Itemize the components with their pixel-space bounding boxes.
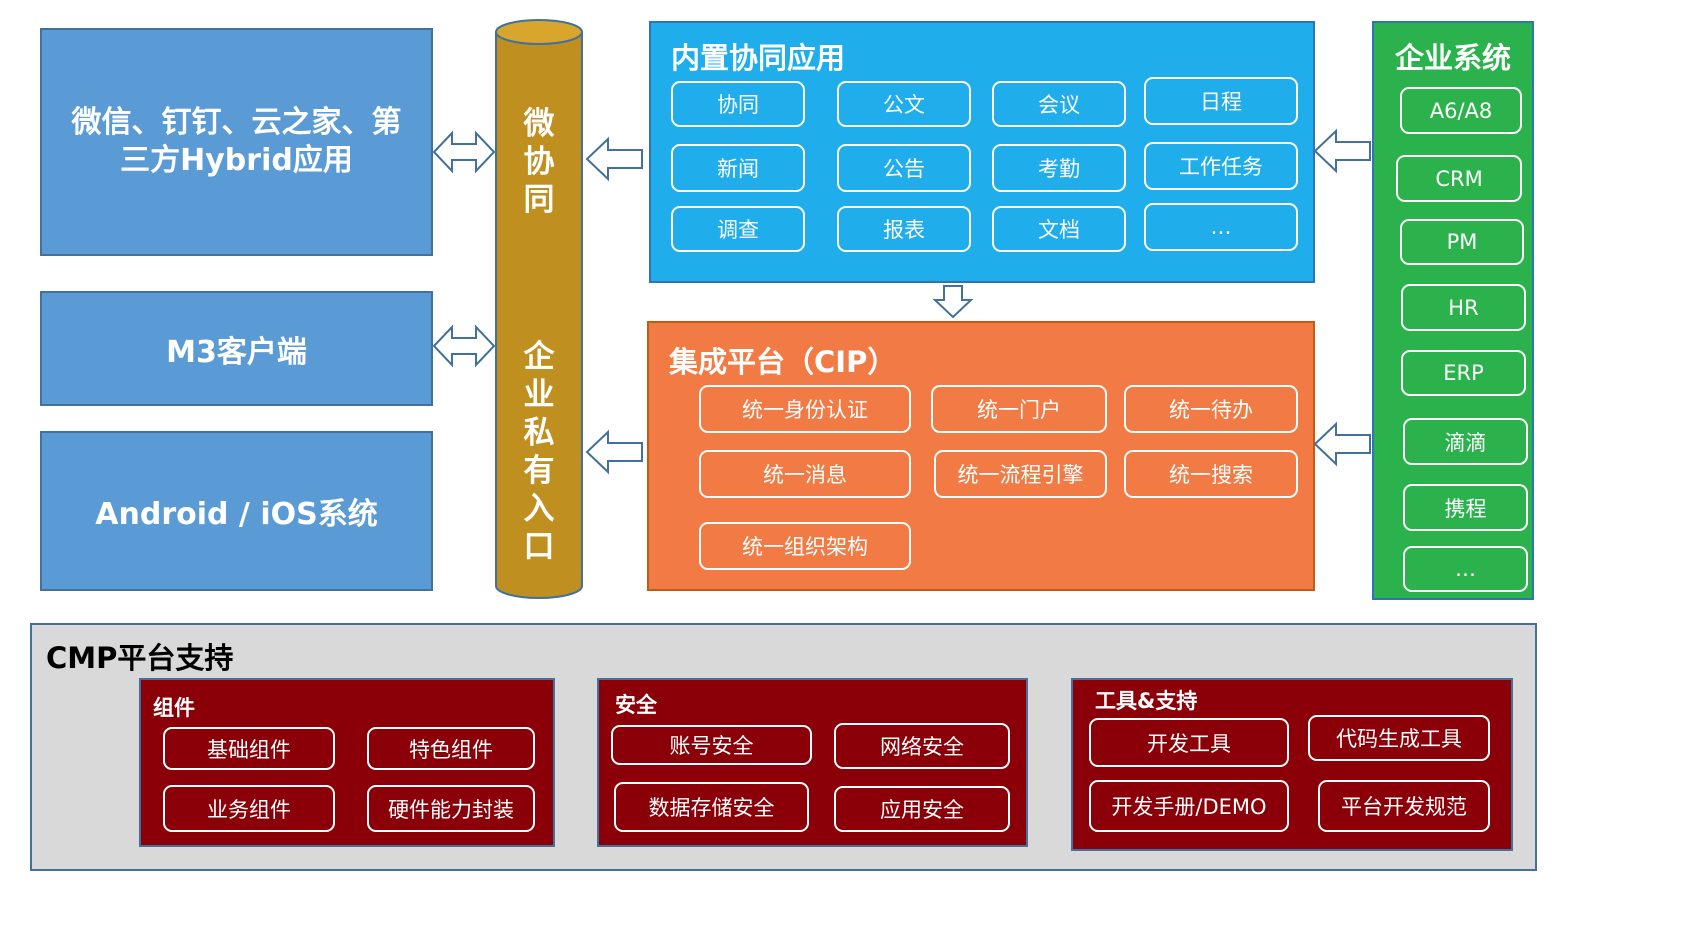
cylinder-char: 入 (523, 491, 555, 527)
cip-item[interactable]: 统一消息 (699, 450, 911, 498)
app-item[interactable]: 新闻 (671, 144, 805, 192)
left-arrow-icon (585, 429, 643, 475)
android-ios-box: Android / iOS系统 (40, 431, 433, 591)
app-item[interactable]: 考勤 (992, 144, 1126, 192)
cip-item[interactable]: 统一身份认证 (699, 385, 911, 433)
enterprise-item[interactable]: PM (1400, 219, 1524, 265)
cylinder-char: 有 (523, 453, 555, 489)
cylinder-char: 企 (523, 339, 555, 375)
cylinder-shape (495, 19, 583, 599)
app-item[interactable]: 公告 (837, 144, 971, 192)
cylinder-char: 业 (523, 377, 555, 413)
cmp-item[interactable]: 基础组件 (163, 727, 335, 770)
cylinder-bottom-text: 企 业 私 有 入 口 (494, 338, 584, 566)
app-item[interactable]: 协同 (671, 81, 805, 127)
enterprise-item[interactable]: 携程 (1403, 484, 1528, 531)
cmp-item[interactable]: 代码生成工具 (1308, 715, 1490, 761)
cylinder-char: 协 (523, 144, 555, 180)
cmp-item[interactable]: 网络安全 (834, 723, 1010, 769)
enterprise-title: 企业系统 (1394, 41, 1511, 75)
enterprise-item[interactable]: CRM (1396, 155, 1522, 202)
double-arrow-icon (432, 130, 496, 174)
builtin-apps-title: 内置协同应用 (671, 41, 846, 75)
cip-item[interactable]: 统一搜索 (1124, 450, 1298, 498)
android-ios-label: Android / iOS系统 (95, 497, 378, 532)
cip-item[interactable]: 统一流程引擎 (934, 450, 1107, 498)
app-item[interactable]: 工作任务 (1144, 142, 1298, 190)
left-arrow-icon (585, 136, 643, 182)
cmp-item[interactable]: 数据存储安全 (614, 782, 809, 832)
left-arrow-icon (1313, 421, 1371, 467)
app-item[interactable]: 调查 (671, 206, 805, 252)
enterprise-item[interactable]: ERP (1401, 350, 1526, 396)
cmp-title: CMP平台支持 (46, 641, 234, 675)
double-arrow-icon (432, 324, 496, 368)
cylinder-char: 同 (523, 182, 555, 218)
app-item[interactable]: 会议 (992, 81, 1126, 127)
m3-client-box: M3客户端 (40, 291, 433, 406)
cmp-item[interactable]: 硬件能力封装 (367, 785, 535, 832)
enterprise-item[interactable]: 滴滴 (1403, 418, 1528, 465)
m3-client-label: M3客户端 (166, 334, 307, 370)
down-arrow-icon (932, 285, 974, 319)
builtin-apps-panel: 内置协同应用 协同 公文 会议 日程 新闻 公告 考勤 工作任务 调查 报表 文… (649, 21, 1315, 283)
cmp-item[interactable]: 开发手册/DEMO (1089, 780, 1289, 832)
app-item[interactable]: 公文 (837, 81, 971, 127)
cmp-group-title: 安全 (615, 693, 657, 717)
enterprise-item[interactable]: A6/A8 (1400, 87, 1522, 134)
cmp-group-title: 工具&支持 (1095, 689, 1198, 713)
cmp-item[interactable]: 业务组件 (163, 785, 335, 832)
cip-title: 集成平台（CIP） (669, 345, 897, 379)
enterprise-item[interactable]: HR (1401, 284, 1526, 331)
cmp-group-security: 安全 账号安全 网络安全 数据存储安全 应用安全 (597, 678, 1028, 847)
cmp-item[interactable]: 平台开发规范 (1318, 780, 1490, 832)
app-item[interactable]: 报表 (837, 206, 971, 252)
cmp-panel: CMP平台支持 组件 基础组件 特色组件 业务组件 硬件能力封装 安全 账号安全… (30, 623, 1537, 871)
app-item[interactable]: … (1144, 203, 1298, 251)
hybrid-apps-label: 微信、钉钉、云之家、第三方Hybrid应用 (71, 105, 402, 178)
cmp-group-tools: 工具&支持 开发工具 代码生成工具 开发手册/DEMO 平台开发规范 (1071, 678, 1513, 851)
cip-item[interactable]: 统一组织架构 (699, 522, 911, 570)
enterprise-panel: 企业系统 A6/A8 CRM PM HR ERP 滴滴 携程 … (1372, 21, 1534, 600)
cmp-group-title: 组件 (153, 696, 195, 720)
cip-item[interactable]: 统一待办 (1124, 385, 1298, 433)
cmp-item[interactable]: 账号安全 (611, 725, 812, 765)
cip-item[interactable]: 统一门户 (931, 385, 1107, 433)
hybrid-apps-box: 微信、钉钉、云之家、第三方Hybrid应用 (40, 28, 433, 256)
enterprise-item[interactable]: … (1403, 546, 1528, 592)
cmp-item[interactable]: 开发工具 (1089, 718, 1289, 767)
cylinder-char: 微 (523, 106, 555, 142)
left-arrow-icon (1313, 128, 1371, 174)
app-item[interactable]: 日程 (1144, 77, 1298, 125)
cmp-item[interactable]: 应用安全 (834, 786, 1010, 832)
cmp-group-components: 组件 基础组件 特色组件 业务组件 硬件能力封装 (139, 678, 555, 847)
cmp-item[interactable]: 特色组件 (367, 727, 535, 770)
cylinder-char: 口 (523, 529, 555, 565)
cylinder-top-text: 微 协 同 (494, 105, 584, 219)
cip-panel: 集成平台（CIP） 统一身份认证 统一门户 统一待办 统一消息 统一流程引擎 统… (647, 321, 1315, 591)
app-item[interactable]: 文档 (992, 206, 1126, 252)
cylinder-char: 私 (523, 415, 555, 451)
